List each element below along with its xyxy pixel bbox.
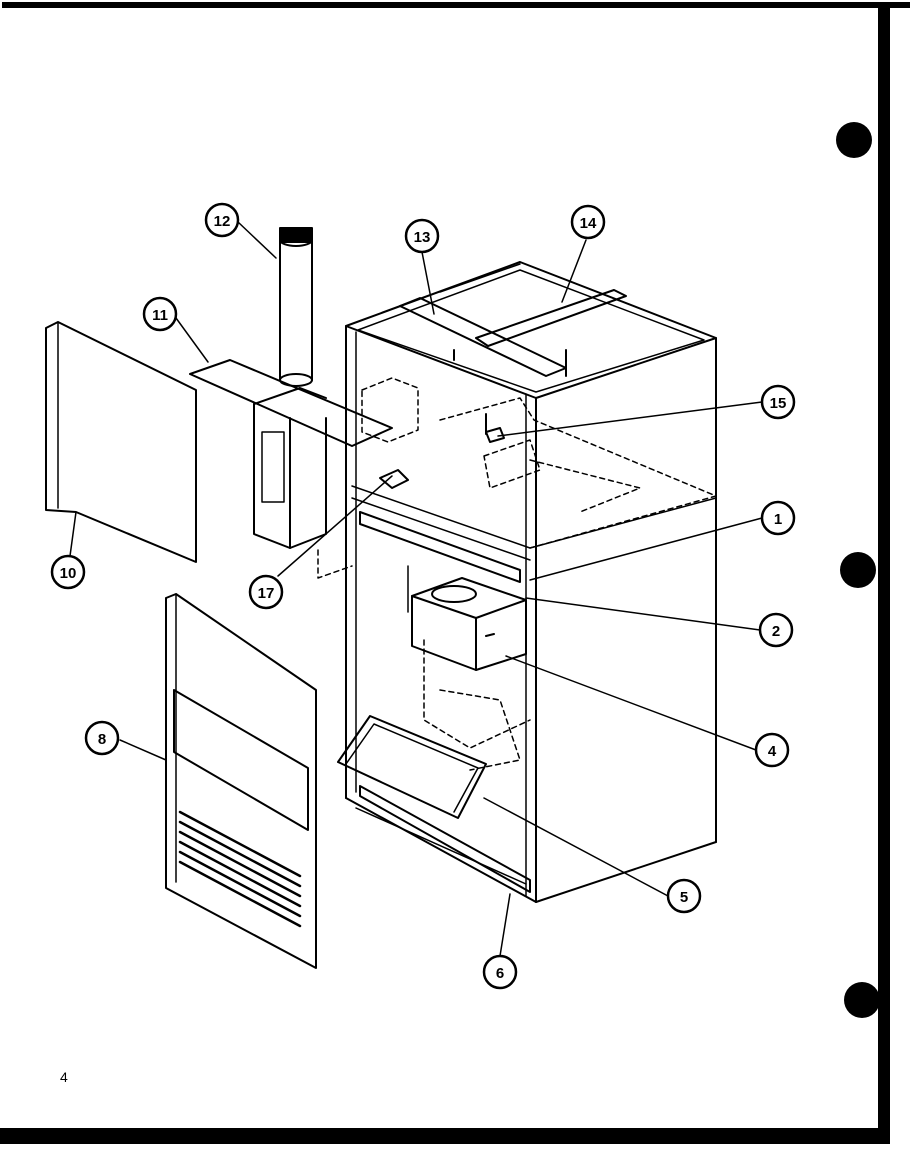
callout-1: 1 xyxy=(760,500,796,536)
callout-12-label: 12 xyxy=(214,213,231,230)
leader-lines xyxy=(69,221,763,957)
callout-17-label: 17 xyxy=(258,585,275,602)
callout-12: 12 xyxy=(204,202,240,238)
callout-2: 2 xyxy=(758,612,794,648)
callout-14: 14 xyxy=(570,204,606,240)
filter-rack xyxy=(337,715,487,819)
callout-4: 4 xyxy=(754,732,790,768)
callouts: 1 2 4 5 6 8 10 11 12 13 14 15 17 xyxy=(50,202,796,990)
callout-8-label: 8 xyxy=(98,731,106,748)
top-panel xyxy=(189,359,393,549)
callout-13-label: 13 xyxy=(414,229,431,246)
callout-10-label: 10 xyxy=(60,565,77,582)
door-panel xyxy=(165,593,317,969)
callout-6: 6 xyxy=(482,954,518,990)
callout-14-label: 14 xyxy=(580,215,597,232)
callout-4-label: 4 xyxy=(768,743,777,760)
binder-holes xyxy=(836,122,880,1018)
callout-10: 10 xyxy=(50,554,86,590)
cabinet-body xyxy=(317,261,717,903)
callout-11-label: 11 xyxy=(152,307,168,324)
page-number: 4 xyxy=(60,1069,68,1085)
callout-6-label: 6 xyxy=(496,965,504,982)
callout-8: 8 xyxy=(84,720,120,756)
callout-5-label: 5 xyxy=(680,889,688,906)
callout-11: 11 xyxy=(142,296,178,332)
callout-2-label: 2 xyxy=(772,623,780,640)
callout-17: 17 xyxy=(248,574,284,610)
callout-13: 13 xyxy=(404,218,440,254)
callout-15-label: 15 xyxy=(770,395,787,412)
vent-pipe xyxy=(279,227,313,387)
callout-1-label: 1 xyxy=(774,511,782,528)
door-louvers xyxy=(178,810,302,928)
control-bracket xyxy=(379,469,409,489)
callout-15: 15 xyxy=(760,384,796,420)
side-panel xyxy=(45,321,197,563)
blower-assembly xyxy=(407,565,527,671)
callout-5: 5 xyxy=(666,878,702,914)
